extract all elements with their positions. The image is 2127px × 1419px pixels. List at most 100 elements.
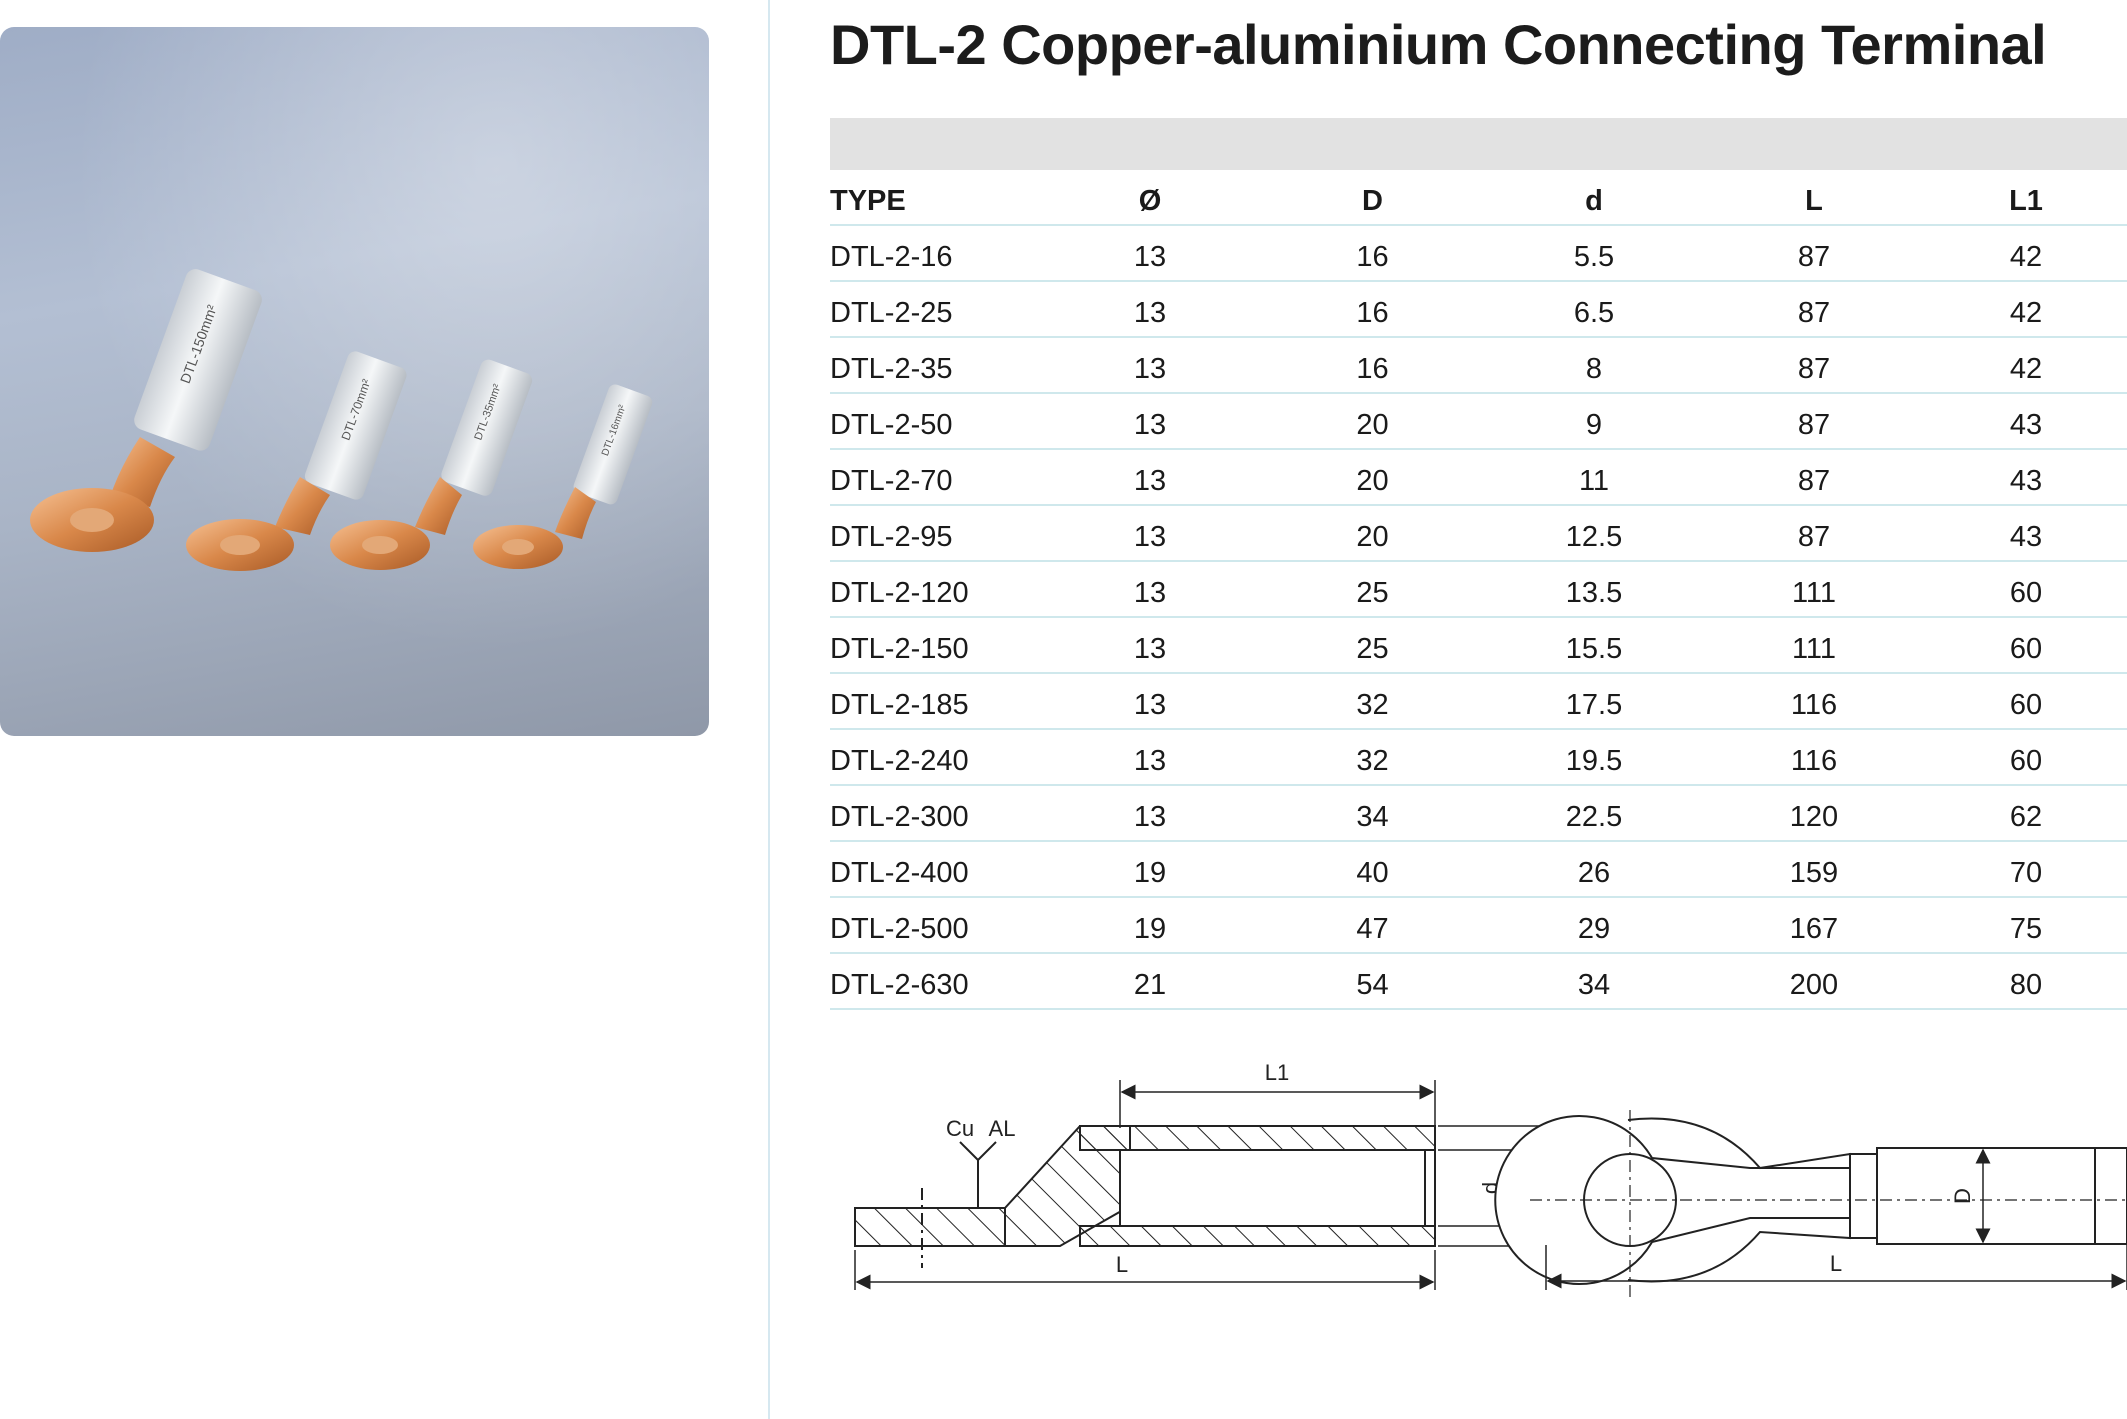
cell-phi: 13 <box>1040 729 1260 786</box>
col-header-D: D <box>1260 170 1485 226</box>
cell-D: 16 <box>1260 281 1485 338</box>
cell-L: 111 <box>1703 561 1925 618</box>
cell-d: 13.5 <box>1485 561 1703 618</box>
section-view <box>854 1125 1436 1268</box>
cell-L: 167 <box>1703 897 1925 954</box>
cell-phi: 13 <box>1040 393 1260 450</box>
cell-phi: 13 <box>1040 617 1260 674</box>
cell-d: 6.5 <box>1485 281 1703 338</box>
cell-type: DTL-2-150 <box>830 617 1040 674</box>
cell-L: 87 <box>1703 393 1925 450</box>
cell-L: 87 <box>1703 225 1925 282</box>
cell-D: 32 <box>1260 729 1485 786</box>
cell-type: DTL-2-400 <box>830 841 1040 898</box>
cell-L: 116 <box>1703 729 1925 786</box>
cell-phi: 13 <box>1040 673 1260 730</box>
cell-phi: 13 <box>1040 449 1260 506</box>
cell-phi: 13 <box>1040 785 1260 842</box>
cell-L1: 60 <box>1925 561 2127 618</box>
cell-D: 25 <box>1260 561 1485 618</box>
cell-L: 87 <box>1703 281 1925 338</box>
cell-type: DTL-2-120 <box>830 561 1040 618</box>
cell-D: 20 <box>1260 393 1485 450</box>
cell-L1: 42 <box>1925 281 2127 338</box>
cell-L1: 42 <box>1925 337 2127 394</box>
lug-150: DTL-150mm² <box>30 269 262 552</box>
cell-type: DTL-2-630 <box>830 953 1040 1010</box>
cell-type: DTL-2-50 <box>830 393 1040 450</box>
cell-d: 29 <box>1485 897 1703 954</box>
cell-d: 19.5 <box>1485 729 1703 786</box>
technical-drawing: L1 Cu AL d D L D <box>830 1040 2127 1340</box>
cell-d: 15.5 <box>1485 617 1703 674</box>
cell-type: DTL-2-16 <box>830 225 1040 282</box>
cell-type: DTL-2-95 <box>830 505 1040 562</box>
cell-L: 159 <box>1703 841 1925 898</box>
cell-L1: 62 <box>1925 785 2127 842</box>
dim-label-al: AL <box>989 1116 1016 1141</box>
dim-label-D-top: D <box>1950 1188 1975 1204</box>
cell-phi: 13 <box>1040 225 1260 282</box>
cell-phi: 13 <box>1040 337 1260 394</box>
cell-L: 87 <box>1703 337 1925 394</box>
cell-L1: 43 <box>1925 449 2127 506</box>
cell-D: 32 <box>1260 673 1485 730</box>
cell-d: 22.5 <box>1485 785 1703 842</box>
cell-phi: 21 <box>1040 953 1260 1010</box>
cell-d: 8 <box>1485 337 1703 394</box>
cell-D: 54 <box>1260 953 1485 1010</box>
cell-type: DTL-2-500 <box>830 897 1040 954</box>
col-header-phi: Ø <box>1040 170 1260 226</box>
cell-L1: 42 <box>1925 225 2127 282</box>
cell-phi: 19 <box>1040 897 1260 954</box>
header-band <box>830 118 2127 170</box>
cell-D: 47 <box>1260 897 1485 954</box>
cell-type: DTL-2-35 <box>830 337 1040 394</box>
cell-L: 87 <box>1703 449 1925 506</box>
cell-L1: 43 <box>1925 505 2127 562</box>
column-divider <box>768 0 770 1419</box>
dim-label-L: L <box>1116 1252 1128 1277</box>
table-header-row: TYPE Ø D d L L1 <box>830 170 2127 226</box>
cell-phi: 13 <box>1040 505 1260 562</box>
cell-d: 26 <box>1485 841 1703 898</box>
cell-D: 20 <box>1260 505 1485 562</box>
cell-L1: 60 <box>1925 729 2127 786</box>
cell-D: 34 <box>1260 785 1485 842</box>
cell-L: 87 <box>1703 505 1925 562</box>
lug-16: DTL-16mm² <box>473 384 653 569</box>
cell-d: 12.5 <box>1485 505 1703 562</box>
col-header-d: d <box>1485 170 1703 226</box>
cell-D: 16 <box>1260 337 1485 394</box>
dim-label-L-top: L <box>1830 1251 1842 1276</box>
cell-L1: 70 <box>1925 841 2127 898</box>
cell-L: 120 <box>1703 785 1925 842</box>
cell-d: 34 <box>1485 953 1703 1010</box>
cell-type: DTL-2-25 <box>830 281 1040 338</box>
lug-70: DTL-70mm² <box>186 351 407 571</box>
cell-type: DTL-2-185 <box>830 673 1040 730</box>
cell-d: 5.5 <box>1485 225 1703 282</box>
cell-L1: 60 <box>1925 617 2127 674</box>
cell-L1: 43 <box>1925 393 2127 450</box>
cell-phi: 19 <box>1040 841 1260 898</box>
cell-d: 17.5 <box>1485 673 1703 730</box>
cell-L: 116 <box>1703 673 1925 730</box>
cell-phi: 13 <box>1040 561 1260 618</box>
cell-type: DTL-2-300 <box>830 785 1040 842</box>
cell-D: 40 <box>1260 841 1485 898</box>
cell-L1: 80 <box>1925 953 2127 1010</box>
